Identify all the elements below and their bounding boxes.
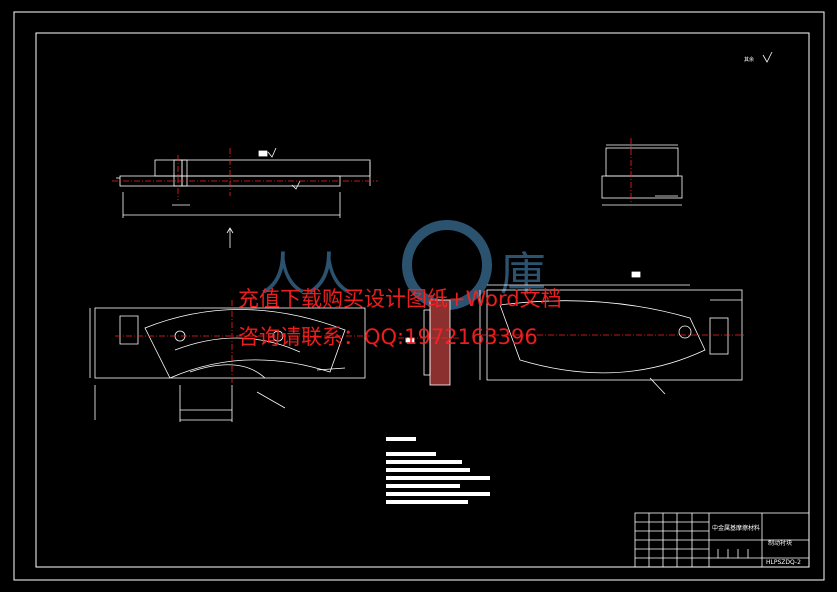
title-block-drawing-number: HLPSZDQ-2 — [766, 559, 801, 566]
svg-text:人人: 人人 — [260, 247, 352, 301]
side-view-block — [601, 144, 683, 206]
watermark-line-2: 咨询请联系：QQ:1972163396 — [238, 325, 538, 349]
roughness-symbol: 其余 — [744, 51, 773, 63]
technical-requirements-block — [386, 437, 490, 504]
title-block-material: 中金属基摩擦材料 — [712, 524, 760, 532]
section-arrow — [226, 227, 234, 248]
roughness-note-text: 其余 — [744, 56, 754, 63]
top-view-plate — [116, 147, 371, 218]
main-view-brake-pad — [89, 307, 366, 422]
sheet-inner-border — [35, 32, 810, 568]
watermark-line-1: 充值下载购买设计图纸+Word文档 — [238, 287, 562, 311]
svg-text:庫: 庫 — [500, 247, 546, 301]
sheet-outer-border — [13, 11, 825, 581]
section-view-strip — [405, 299, 451, 386]
title-block — [634, 512, 810, 568]
title-block-part-name: 制动衬块 — [768, 539, 792, 547]
